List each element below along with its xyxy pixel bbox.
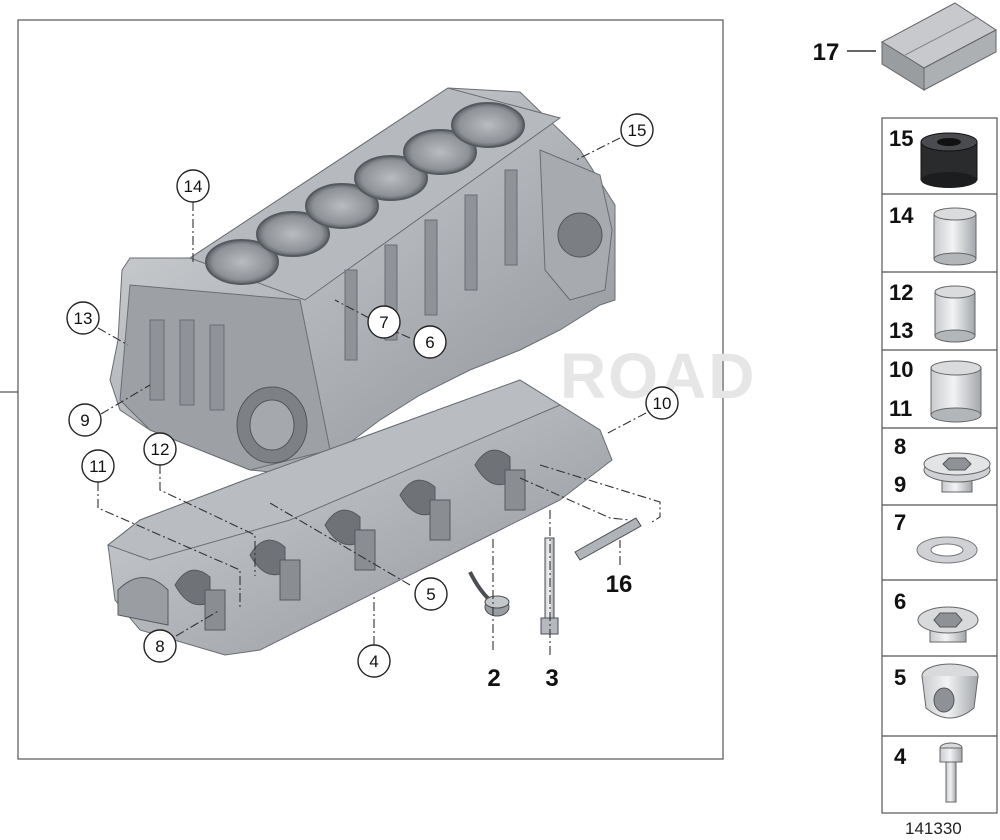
callout-15: 15 [620,113,654,147]
callout-12: 12 [143,432,177,466]
plug-icon [921,663,979,719]
part-16-illustration [574,517,642,561]
label-17: 17 [813,39,840,66]
side-label-8: 8 [894,434,906,459]
side-label-4: 4 [894,744,907,769]
side-label-15: 15 [889,126,913,151]
bolt-icon [939,742,963,803]
main-frame [17,19,724,760]
svg-text:14: 14 [184,177,203,196]
svg-text:8: 8 [155,637,164,656]
svg-text:5: 5 [426,585,435,604]
svg-text:12: 12 [151,440,170,459]
sleeve-icon [933,207,977,266]
sleeve-icon [930,360,982,423]
callout-8: 8 [143,629,177,663]
bedplate-illustration [106,379,613,656]
svg-text:15: 15 [628,121,647,140]
gasket-ring-icon [916,536,978,564]
svg-text:11: 11 [89,457,107,476]
svg-text:4: 4 [369,652,378,671]
svg-text:6: 6 [425,333,434,352]
leader-lines [97,137,661,655]
callout-6: 6 [413,325,447,359]
side-label-11: 11 [889,396,912,421]
svg-text:9: 9 [80,411,89,430]
sleeve-icon [934,285,976,343]
side-label-12: 12 [889,280,913,305]
rubber-bushing-icon [920,132,978,188]
callout-9: 9 [68,403,102,437]
callout-13: 13 [66,301,100,335]
screw-plug-icon [923,452,991,493]
diagram-id: 141330 [905,819,962,838]
callout-7: 7 [367,305,401,339]
side-label-14: 14 [889,203,914,228]
svg-text:13: 13 [74,309,93,328]
label-16: 16 [606,571,633,598]
label-2: 2 [487,665,500,692]
side-panel: 15 14 12 13 10 11 8 [881,117,998,814]
engine-block-illustration [109,87,616,476]
callout-11: 11 [81,449,115,483]
svg-text:7: 7 [379,313,388,332]
callout-10: 10 [645,386,679,420]
screw-plug-icon [917,606,979,643]
label-3: 3 [545,665,558,692]
side-label-13: 13 [889,318,913,343]
part-17-box-illustration [880,2,997,91]
side-label-9: 9 [894,472,906,497]
callout-5: 5 [414,577,448,611]
callout-4: 4 [357,644,391,678]
side-label-7: 7 [894,510,906,535]
part-2-illustration [468,571,510,617]
side-label-5: 5 [894,665,906,690]
side-label-6: 6 [894,589,906,614]
svg-text:10: 10 [653,394,672,413]
side-label-10: 10 [889,357,913,382]
callout-14: 14 [176,169,210,203]
